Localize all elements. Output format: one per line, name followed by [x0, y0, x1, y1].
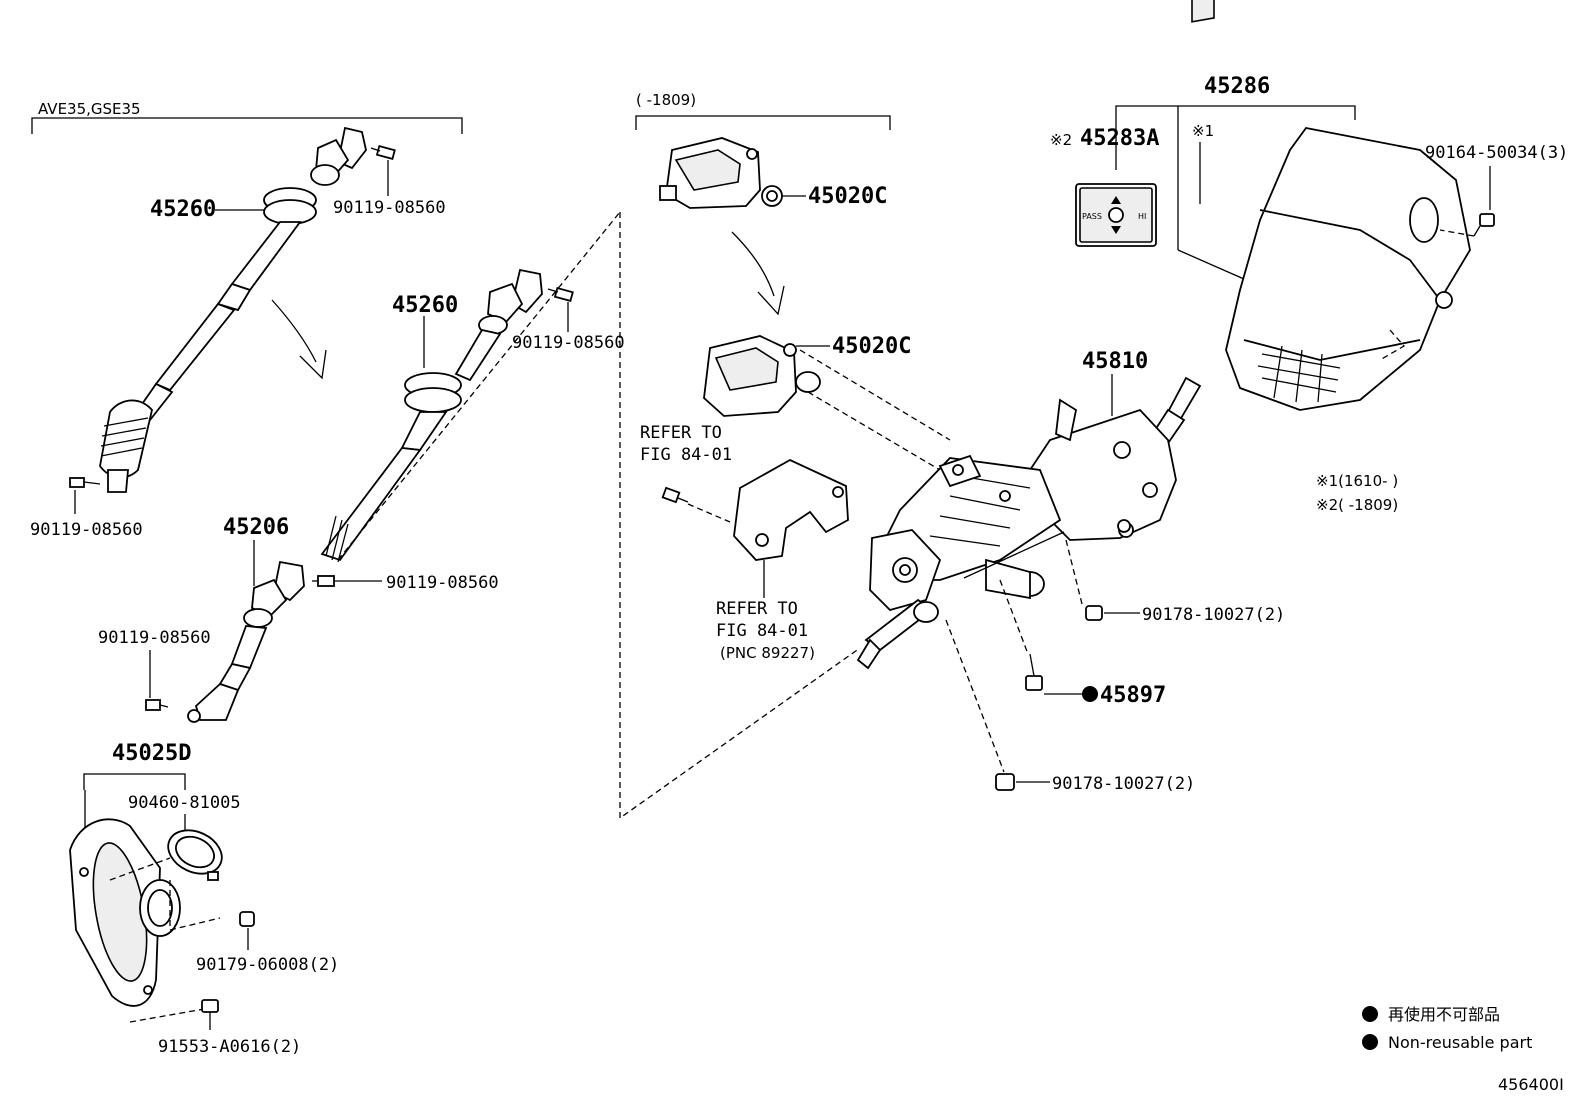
label-refer-to-2: REFER TO: [716, 599, 798, 619]
non-reusable-dot-icon: [1362, 1034, 1378, 1050]
arrow-left-group: [271, 299, 317, 363]
label-90178-b: 90178-10027(2): [1052, 774, 1195, 794]
label-refer-to-1: REFER TO: [640, 423, 722, 443]
bracket-45286: [1115, 105, 1356, 120]
label-45260-upper: 45260: [150, 197, 216, 222]
label-45283a: 45283A: [1080, 126, 1159, 151]
label-fig-1: FIG 84-01: [640, 445, 732, 465]
label-pass: PASS: [1082, 212, 1102, 221]
figure-id: 456400I: [1498, 1075, 1564, 1094]
bracket-ave-gse: [31, 117, 463, 134]
label-91553: 91553-A0616(2): [158, 1037, 301, 1057]
label-90119-d: 90119-08560: [98, 628, 211, 648]
bolt-90119-b: [547, 286, 574, 303]
screw-refer-fig: [661, 486, 689, 504]
label-45206: 45206: [223, 515, 289, 540]
label-45020c-lower: 45020C: [832, 334, 911, 359]
legend-en: Non-reusable part: [1388, 1033, 1532, 1052]
label-90164: 90164-50034(3): [1425, 143, 1568, 163]
bolt-91553: [201, 999, 219, 1030]
non-reusable-dot-icon: [1082, 686, 1098, 702]
label-note2: ※2( -1809): [1316, 496, 1398, 514]
leader-dashed-shaft: [619, 212, 861, 820]
boot-plate-45025d: [69, 818, 181, 1007]
column-cover-45286: [1225, 127, 1471, 411]
label-ave-gse: AVE35,GSE35: [38, 100, 141, 118]
label-90460: 90460-81005: [128, 793, 241, 813]
intermediate-shaft-middle: [320, 268, 543, 563]
label-45810: 45810: [1082, 349, 1148, 374]
nut-90179: [239, 911, 255, 927]
label-mark1: ※1: [1192, 122, 1214, 140]
label-45260-middle: 45260: [392, 293, 458, 318]
bolt-90119-c: [312, 575, 335, 587]
bracket-45025d: [83, 773, 186, 790]
label-90179: 90179-06008(2): [196, 955, 339, 975]
label-note1: ※1(1610- ): [1316, 472, 1398, 490]
lever-label-plate-45283a: PASS HI: [1075, 183, 1157, 247]
sliding-yoke-45206: [187, 560, 305, 723]
caution-label-mark1: [1191, 0, 1215, 23]
label-90119-b: 90119-08560: [512, 333, 625, 353]
label-45025d: 45025D: [112, 741, 191, 766]
seal-90460: [167, 829, 223, 881]
label-range-1809: ( -1809): [636, 91, 696, 109]
arrow-switch: [731, 231, 775, 297]
ignition-switch-45020c-lower: [703, 335, 821, 417]
steering-column-45810: [856, 376, 1202, 670]
label-90119-c: 90119-08560: [386, 573, 499, 593]
label-90178-a: 90178-10027(2): [1142, 605, 1285, 625]
label-45286: 45286: [1204, 74, 1270, 99]
bolt-90119-d: [145, 699, 169, 711]
nut-90178-b: [995, 773, 1015, 791]
bolt-45897: [1025, 653, 1043, 691]
label-90119-e: 90119-08560: [30, 520, 143, 540]
label-fig-2: FIG 84-01: [716, 621, 808, 641]
legend-jp: 再使用不可部品: [1388, 1005, 1500, 1024]
ignition-switch-45020c-upper: [659, 137, 783, 209]
bracket-1809: [635, 115, 891, 130]
screw-90164: [1473, 213, 1495, 237]
bolt-90119-e: [69, 477, 101, 488]
bolt-90119-a: [370, 144, 396, 161]
label-90119-a: 90119-08560: [333, 198, 446, 218]
intermediate-shaft-upper: [99, 126, 367, 493]
label-pnc: (PNC 89227): [720, 644, 815, 662]
label-hi: HI: [1138, 212, 1146, 221]
label-45283a-mark: ※2: [1050, 131, 1072, 149]
non-reusable-dot-icon: [1362, 1006, 1378, 1022]
label-45020c-upper: 45020C: [808, 184, 887, 209]
switch-cover-bracket: [733, 458, 849, 561]
label-45897: 45897: [1100, 683, 1166, 708]
nut-90178-a: [1085, 605, 1103, 621]
